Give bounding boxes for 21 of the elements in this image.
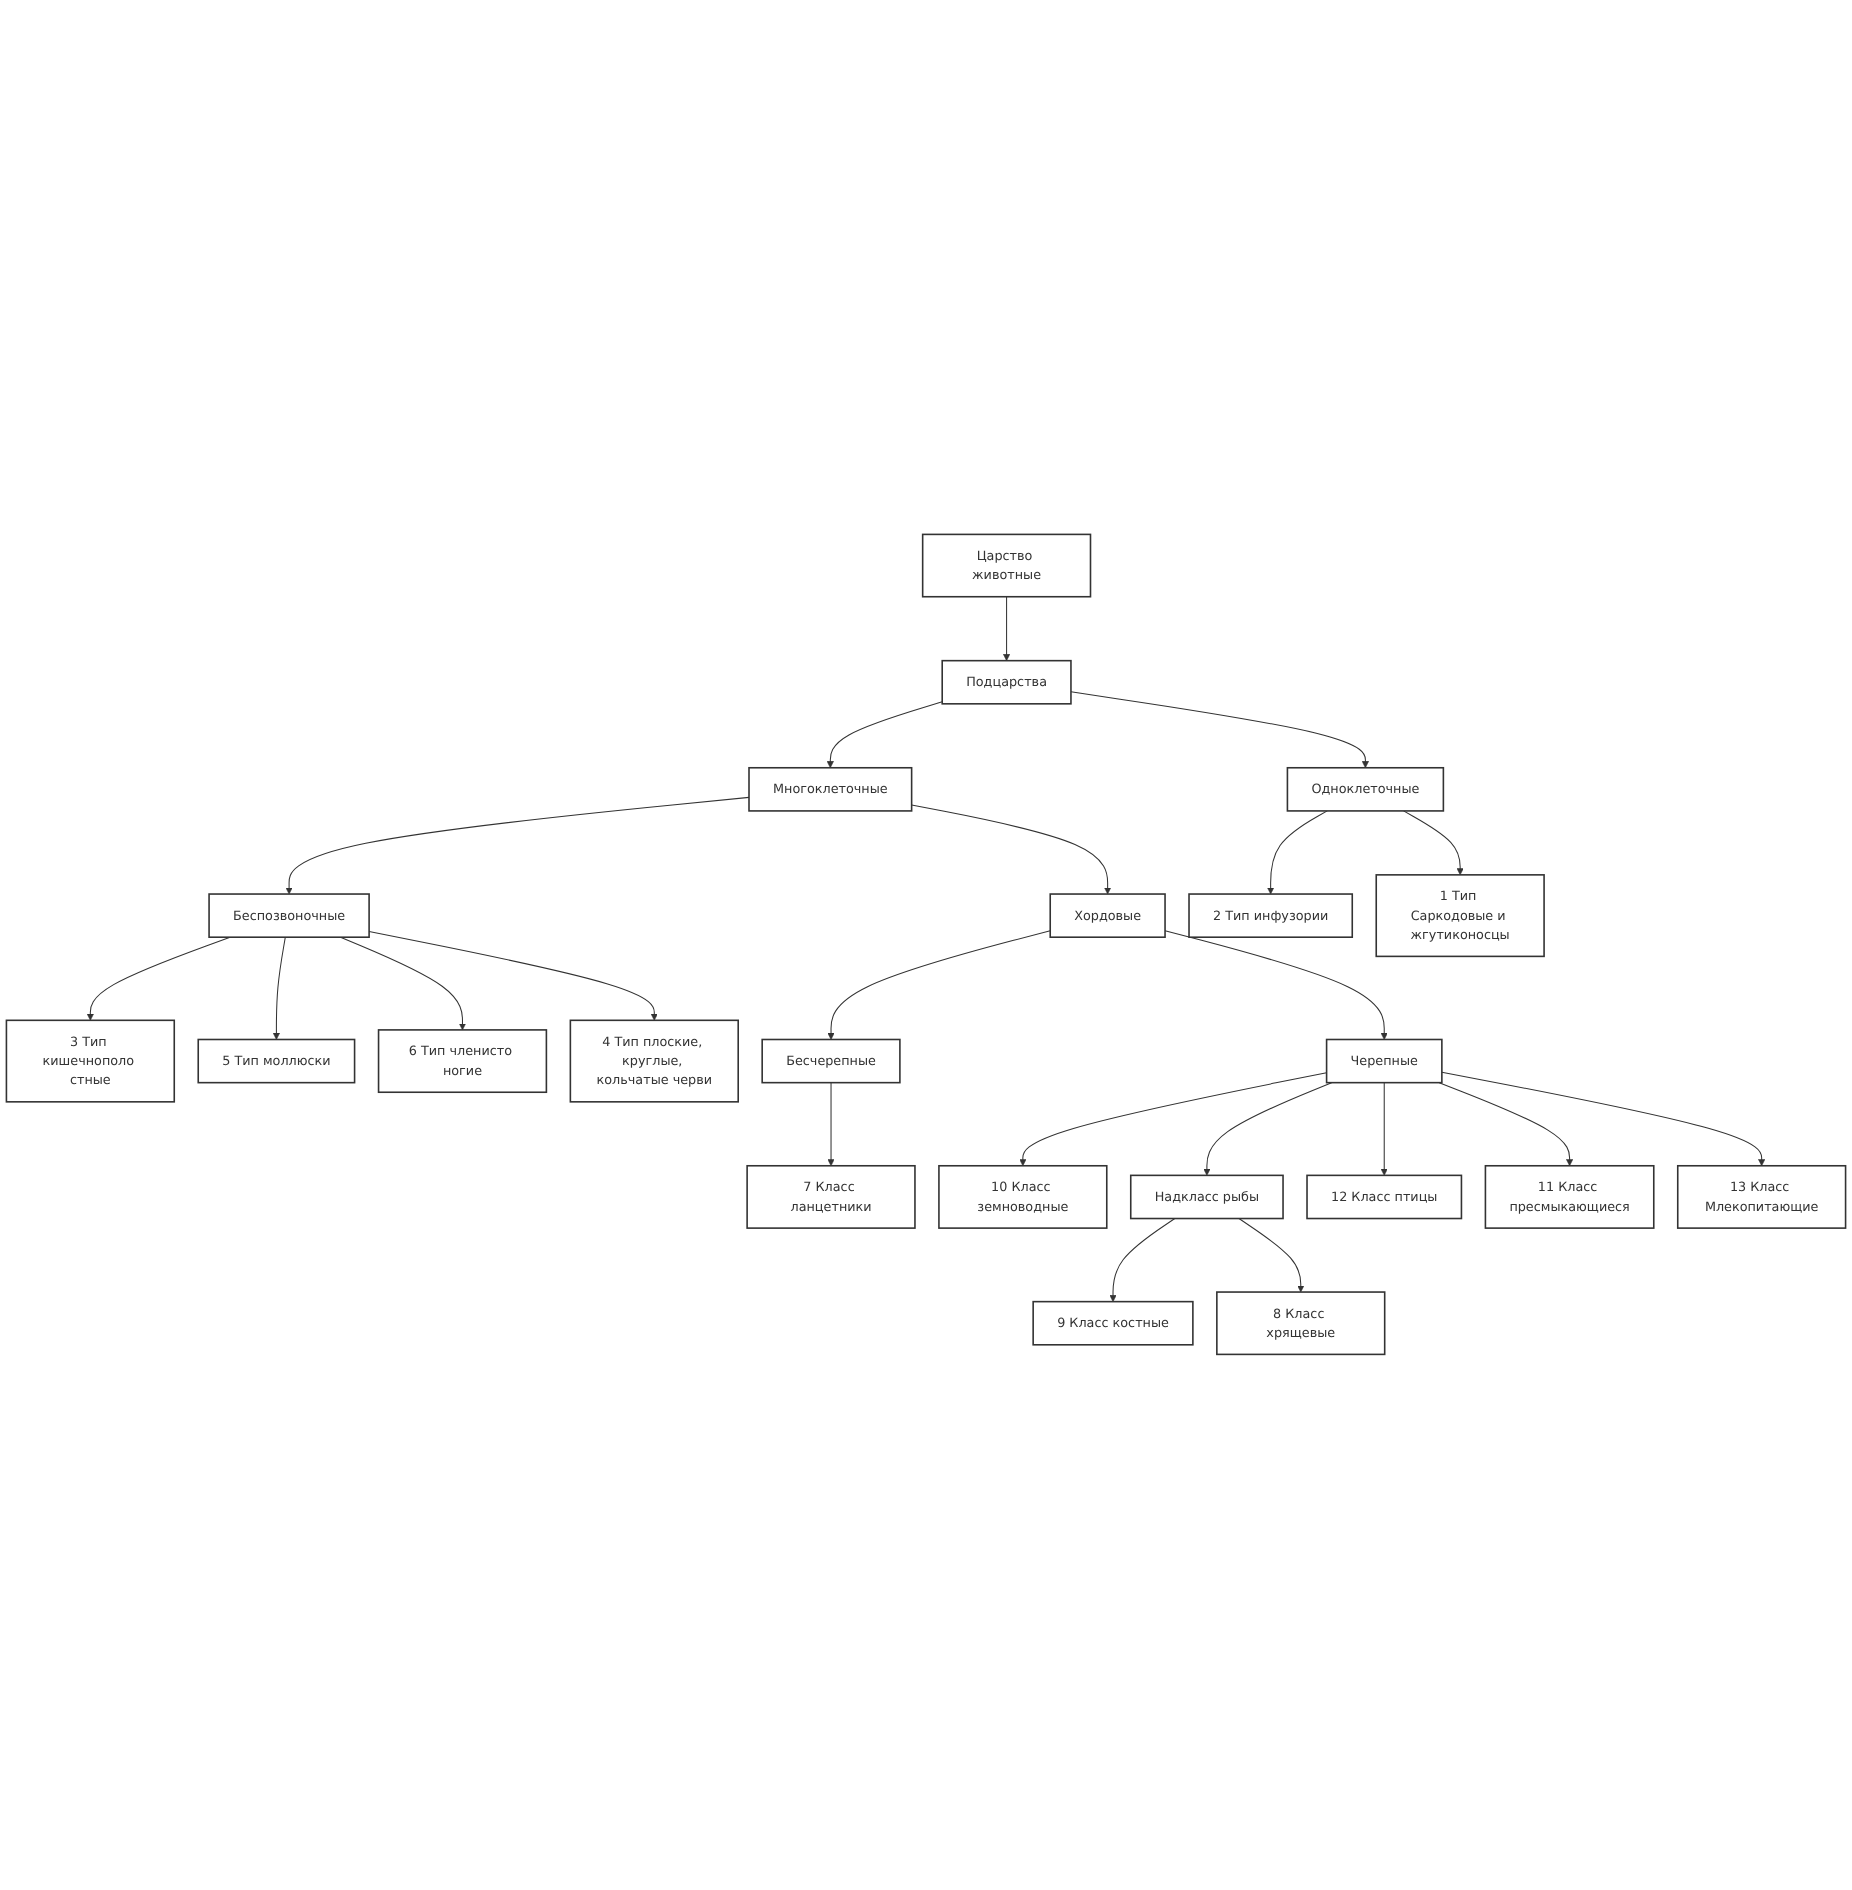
- arrow: [1238, 1218, 1305, 1293]
- arrow: [1403, 811, 1464, 876]
- arrow: [272, 937, 286, 1041]
- arrow: [285, 797, 750, 895]
- arrow: [1070, 691, 1369, 769]
- arrow: [1164, 930, 1388, 1041]
- arrow: [340, 937, 466, 1031]
- arrow: [827, 1082, 835, 1167]
- arrow: [1438, 1082, 1574, 1167]
- arrow: [368, 931, 658, 1022]
- arrow: [1267, 811, 1328, 895]
- arrow: [1109, 1218, 1176, 1303]
- arrow: [1441, 1072, 1766, 1167]
- arrow: [1203, 1082, 1333, 1177]
- arrow: [1380, 1082, 1388, 1177]
- arrow: [826, 701, 943, 769]
- arrow: [1019, 1072, 1328, 1167]
- arrow: [1003, 596, 1011, 662]
- arrow: [86, 937, 231, 1022]
- arrow: [911, 805, 1112, 895]
- arrow: [827, 930, 1051, 1041]
